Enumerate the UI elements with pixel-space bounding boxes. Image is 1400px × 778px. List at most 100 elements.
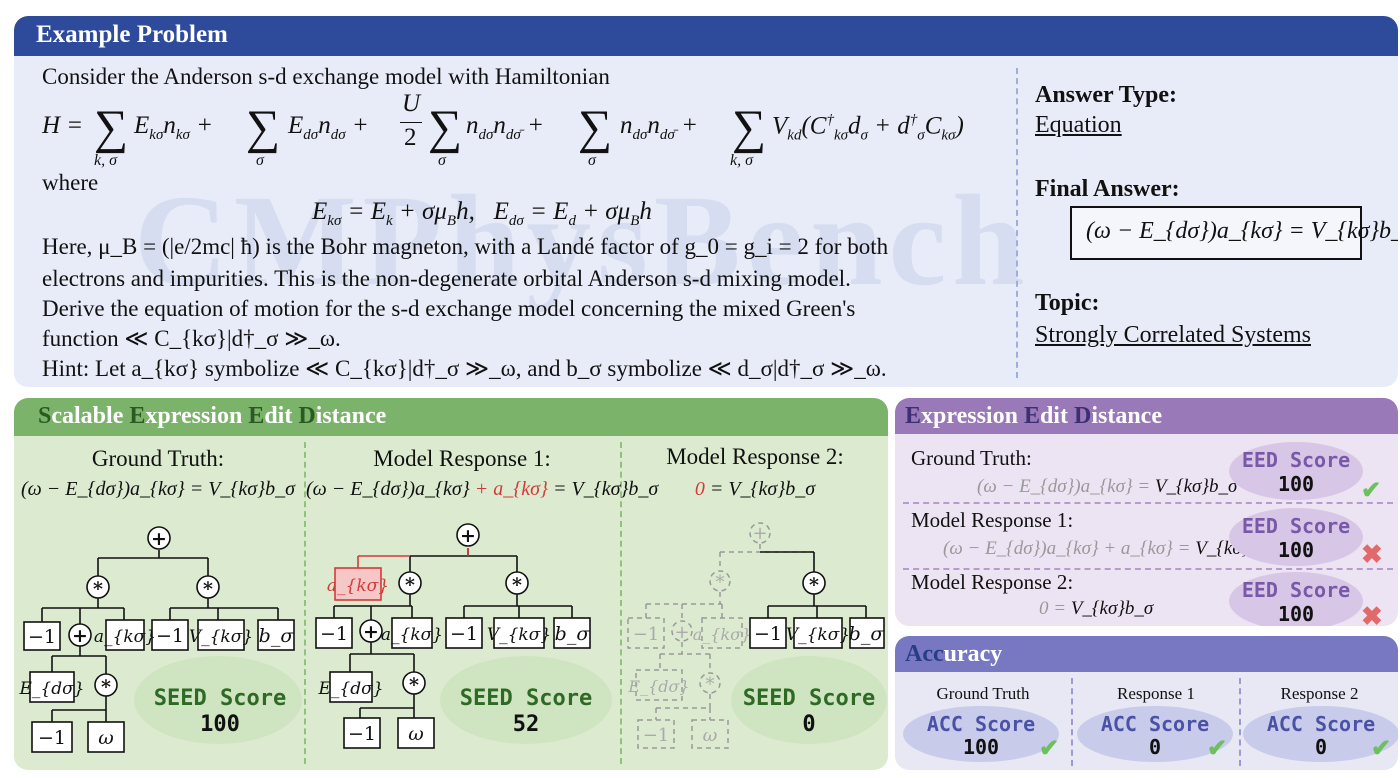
svg-text:−1: −1 [754,623,782,645]
svg-text:E_{dσ}: E_{dσ} [317,679,383,699]
seed-col3-title: Model Response 2: [666,444,844,469]
svg-text:−1: −1 [28,626,56,648]
check-icon: ✔ [1207,736,1228,762]
svg-text:a_{kσ}: a_{kσ} [693,625,752,644]
seed-score-value-2: 52 [512,712,540,737]
answer-type-value: Equation [1035,112,1122,138]
seed-score-label-3: SEED Score [742,686,876,711]
seed-divider-2 [620,442,622,764]
svg-text:−1: −1 [633,624,660,645]
seed-header: Scalable Expression Edit Distance [14,398,888,436]
final-answer-label: Final Answer: [1035,176,1180,202]
problem-line-b: electrons and impurities. This is the no… [42,266,851,291]
hamiltonian-equation: H = ∑ k, σ Ekσnkσ + ∑ σ Edσndσ + U 2 ∑ σ… [42,90,964,169]
svg-text:*: * [409,674,419,696]
eed-panel: Expression Edit Distance Ground Truth: (… [895,398,1398,626]
seed-col2-expr: (ω − E_{dσ})a_{kσ} + a_{kσ} = V_{kσ}b_σ [306,478,659,500]
svg-text:*: * [716,572,725,593]
eed-divider-2 [903,568,1393,570]
svg-text:a_{kσ}: a_{kσ} [381,625,443,645]
svg-text:+: + [72,625,88,647]
svg-text:+: + [674,622,689,643]
svg-text:−1: −1 [38,727,66,749]
topic-value: Strongly Correlated Systems [1035,322,1311,348]
problem-divider [1016,68,1018,378]
check-icon: ✔ [1371,736,1392,762]
cross-icon: ✖ [1361,540,1383,569]
eed-row3-label: Model Response 2: [911,570,1074,594]
svg-text:*: * [101,676,111,698]
svg-text:*: * [809,574,819,596]
seed-score-value-1: 100 [200,712,240,737]
svg-text:*: * [93,578,103,600]
topic-label: Topic: [1035,290,1100,316]
svg-text:a_{kσ}: a_{kσ} [327,576,389,596]
tree-response-1 [333,548,573,718]
tree-ground-truth [41,550,279,722]
seed-score-label-2: SEED Score [459,686,593,711]
svg-text:*: * [203,578,213,600]
svg-text:b_σ: b_σ [259,625,295,647]
svg-text:*: * [405,574,415,596]
svg-text:b_σ: b_σ [555,623,591,645]
svg-text:a_{kσ}: a_{kσ} [94,627,156,647]
svg-text:*: * [706,674,715,695]
seed-col1-title: Ground Truth: [91,446,225,471]
problem-line-here: Here, μ_B = (|e/2mc| ħ) is the Bohr magn… [42,234,889,259]
problem-line-d: function ≪ C_{kσ}|d†_σ ≫_ω. [42,326,341,351]
eed-header: Expression Edit Distance [895,398,1398,434]
energy-definitions: Ekσ = Ek + σμBh, Edσ = Ed + σμBh [312,198,652,229]
cross-icon: ✖ [1361,602,1383,626]
eed-row2-expr: (ω − E_{dσ})a_{kσ} + a_{kσ} = V_{kσ}b_σ [943,538,1278,559]
eed-row3-expr: 0 = V_{kσ}b_σ [1039,598,1154,619]
seed-col2-title: Model Response 1: [373,446,551,471]
eed-row1-label: Ground Truth: [911,446,1032,470]
seed-title: Scalable Expression Edit Distance [38,403,387,429]
acc-col3-label: Response 2 [1280,684,1359,703]
acc-col2-label: Response 1 [1117,684,1195,703]
svg-text:V_{kσ}: V_{kσ} [189,627,253,647]
svg-text:+: + [460,525,476,547]
svg-text:b_σ: b_σ [849,623,885,645]
check-icon: ✔ [1039,736,1060,762]
final-answer-value: (ω − E_{dσ})a_{kσ} = V_{kσ}b_σ [1086,218,1398,244]
seed-trees: + * * + * −1 a_{kσ} −1 V_{kσ} b_σ E_{dσ}… [18,522,887,753]
seed-col3-expr: 0 = V_{kσ}b_σ [694,478,816,500]
svg-text:ω: ω [703,725,718,746]
svg-text:ω: ω [408,723,424,745]
eed-title: Expression Edit Distance [905,403,1162,429]
where-text: where [42,170,99,195]
svg-text:+: + [752,523,767,544]
svg-text:V_{kσ}: V_{kσ} [487,625,551,645]
seed-divider-1 [304,442,306,764]
seed-col1-expr: (ω − E_{dσ})a_{kσ} = V_{kσ}b_σ [20,478,296,500]
svg-text:+: + [151,528,167,550]
svg-text:E_{dσ}: E_{dσ} [627,677,689,696]
svg-text:−1: −1 [156,625,184,647]
accuracy-title: Accuracy [905,641,1003,667]
svg-text:−1: −1 [320,623,348,645]
example-problem-header: Example Problem [14,16,1398,56]
acc-divider-1 [1071,678,1073,766]
svg-text:E_{dσ}: E_{dσ} [18,679,84,699]
svg-text:−1: −1 [348,723,376,745]
svg-text:*: * [512,574,522,596]
svg-text:ω: ω [98,727,114,749]
svg-text:V_{kσ}: V_{kσ} [786,625,850,645]
eed-divider-1 [903,502,1393,504]
seed-score-value-3: 0 [802,712,816,737]
eed-row1-expr: (ω − E_{dσ})a_{kσ} = V_{kσ}b_σ [977,476,1238,497]
problem-hint: Hint: Let a_{kσ} symbolize ≪ C_{kσ}|d†_σ… [42,356,887,381]
seed-panel: Scalable Expression Edit Distance Ground… [14,398,888,770]
watermark: CMPhysBench [134,169,1031,313]
acc-divider-2 [1239,678,1241,766]
example-problem-title: Example Problem [36,21,228,48]
check-icon: ✔ [1361,478,1382,504]
svg-text:−1: −1 [643,725,670,746]
